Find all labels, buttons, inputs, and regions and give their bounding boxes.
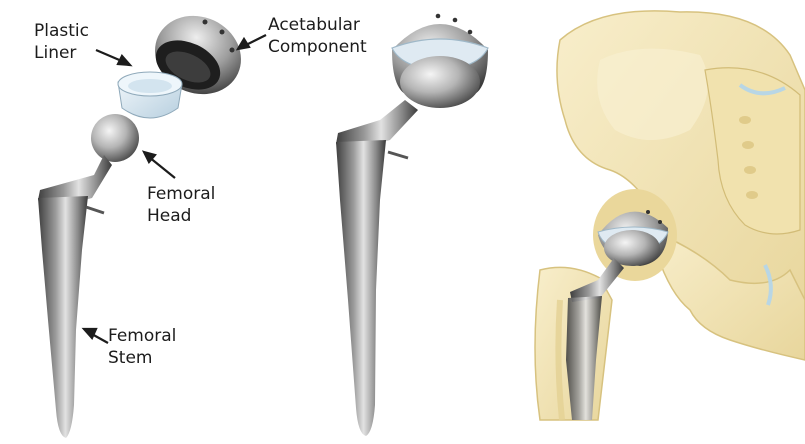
plastic-liner-label: Plastic Liner (34, 20, 89, 64)
plastic-liner (118, 72, 182, 118)
assembled-implant (336, 14, 488, 436)
femoral-head-label: Femoral Head (147, 183, 215, 227)
femoral-head (91, 114, 139, 162)
femoral-stem-label: Femoral Stem (108, 325, 176, 369)
implant-in-pelvis (535, 11, 805, 420)
femoral-stem (38, 155, 112, 438)
acetabular-component-label: Acetabular Component (268, 14, 367, 58)
